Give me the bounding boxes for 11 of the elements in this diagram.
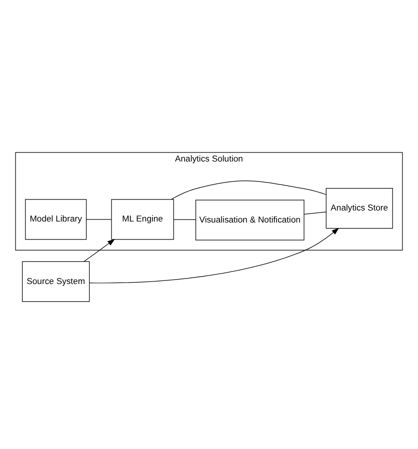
node-box: ML Engine bbox=[111, 199, 174, 240]
arrow bbox=[89, 228, 340, 284]
connector bbox=[170, 180, 326, 200]
arrow bbox=[84, 239, 115, 262]
connector bbox=[86, 219, 112, 220]
node-box: Visualisation & Notification bbox=[195, 200, 304, 240]
connector bbox=[174, 219, 196, 220]
node-box: Model Library bbox=[25, 199, 87, 240]
connector bbox=[304, 212, 326, 215]
node-box: Analytics Store bbox=[326, 188, 393, 229]
node-box: Source System bbox=[22, 261, 90, 302]
